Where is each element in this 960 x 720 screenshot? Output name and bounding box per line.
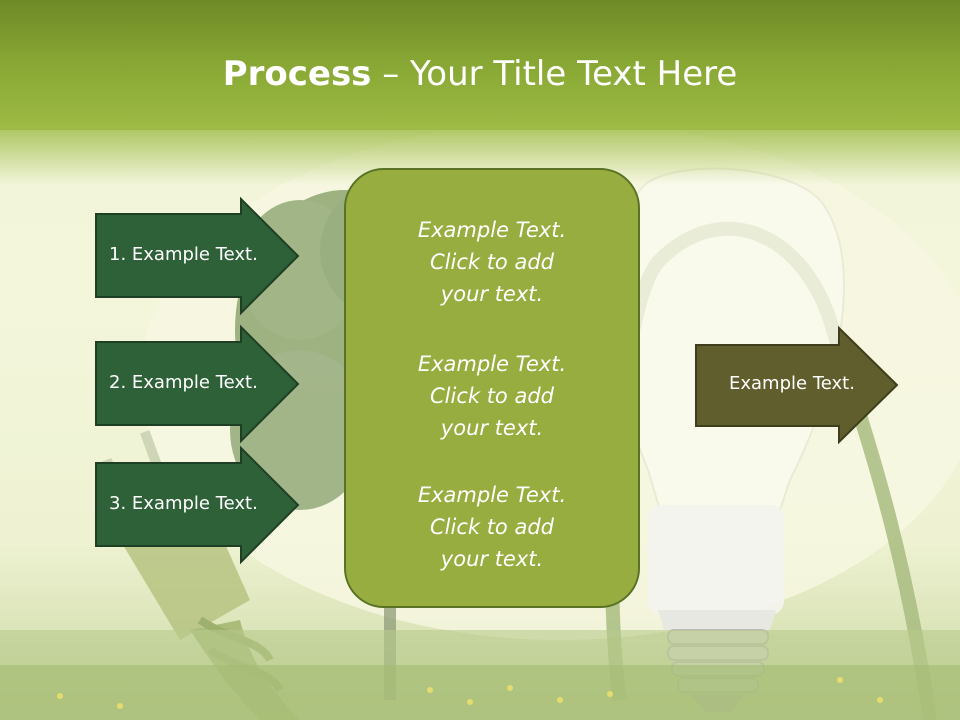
slide-title[interactable]: Process – Your Title Text Here bbox=[0, 52, 960, 96]
panel-block-2-line2: Click to add bbox=[429, 384, 554, 408]
panel-block-2[interactable]: Example Text. Click to add your text. bbox=[346, 348, 638, 444]
panel-block-1-line1: Example Text. bbox=[417, 218, 567, 242]
center-text-panel[interactable]: Example Text. Click to add your text. Ex… bbox=[344, 168, 640, 608]
left-arrow-1-shape bbox=[95, 196, 300, 316]
panel-block-2-line1: Example Text. bbox=[417, 352, 567, 376]
right-arrow-label: Example Text. bbox=[729, 373, 855, 394]
left-arrow-1[interactable]: 1. Example Text. bbox=[95, 196, 300, 316]
title-band bbox=[0, 0, 960, 130]
panel-block-1-line3: your text. bbox=[440, 282, 544, 306]
left-arrow-2-label: 2. Example Text. bbox=[109, 372, 258, 393]
left-arrow-2-shape bbox=[95, 324, 300, 444]
left-arrow-3-shape bbox=[95, 445, 300, 565]
left-arrow-3-label: 3. Example Text. bbox=[109, 493, 258, 514]
panel-block-3-line1: Example Text. bbox=[417, 483, 567, 507]
panel-block-3-line2: Click to add bbox=[429, 515, 554, 539]
right-arrow[interactable]: Example Text. bbox=[695, 325, 900, 445]
panel-block-1[interactable]: Example Text. Click to add your text. bbox=[346, 214, 638, 310]
left-arrow-2[interactable]: 2. Example Text. bbox=[95, 324, 300, 444]
slide-title-bold: Process bbox=[222, 54, 372, 94]
right-arrow-shape bbox=[695, 325, 899, 445]
slide-title-rest: – Your Title Text Here bbox=[371, 54, 738, 94]
left-arrow-3[interactable]: 3. Example Text. bbox=[95, 445, 300, 565]
panel-block-3-line3: your text. bbox=[440, 547, 544, 571]
panel-block-2-line3: your text. bbox=[440, 416, 544, 440]
left-arrow-1-label: 1. Example Text. bbox=[109, 244, 258, 265]
panel-block-3[interactable]: Example Text. Click to add your text. bbox=[346, 479, 638, 575]
panel-block-1-line2: Click to add bbox=[429, 250, 554, 274]
